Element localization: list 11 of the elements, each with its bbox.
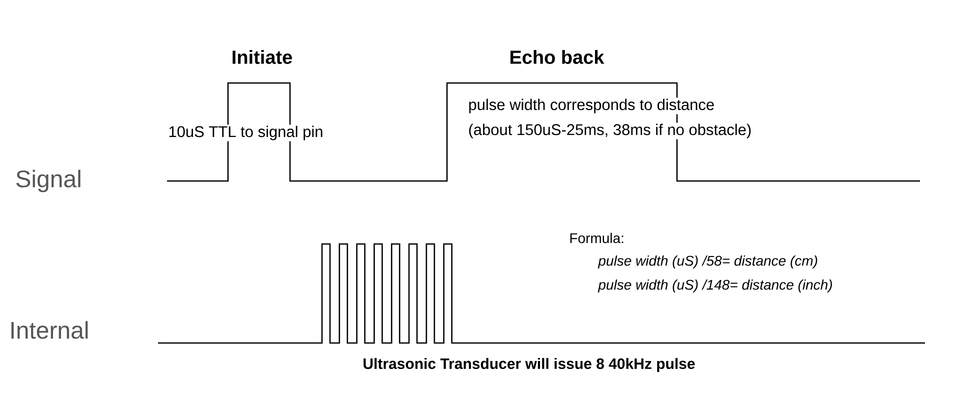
formula: pulse width (uS) /148= distance (inch) xyxy=(597,278,834,294)
heading: Initiate xyxy=(230,49,294,65)
annotation: 10uS TTL to signal pin xyxy=(167,124,324,142)
row-label: Signal xyxy=(14,168,83,194)
formula: pulse width (uS) /58= distance (cm) xyxy=(597,254,820,270)
formula-heading: Formula: xyxy=(568,232,626,244)
annotation: (about 150uS-25ms, 38ms if no obstacle) xyxy=(467,122,753,140)
annotation: pulse width corresponds to distance xyxy=(467,98,716,114)
row-label: Internal xyxy=(8,320,90,340)
heading: Echo back xyxy=(508,49,606,65)
caption-text: Ultrasonic Transducer will issue 8 40kHz pulse xyxy=(362,357,696,373)
